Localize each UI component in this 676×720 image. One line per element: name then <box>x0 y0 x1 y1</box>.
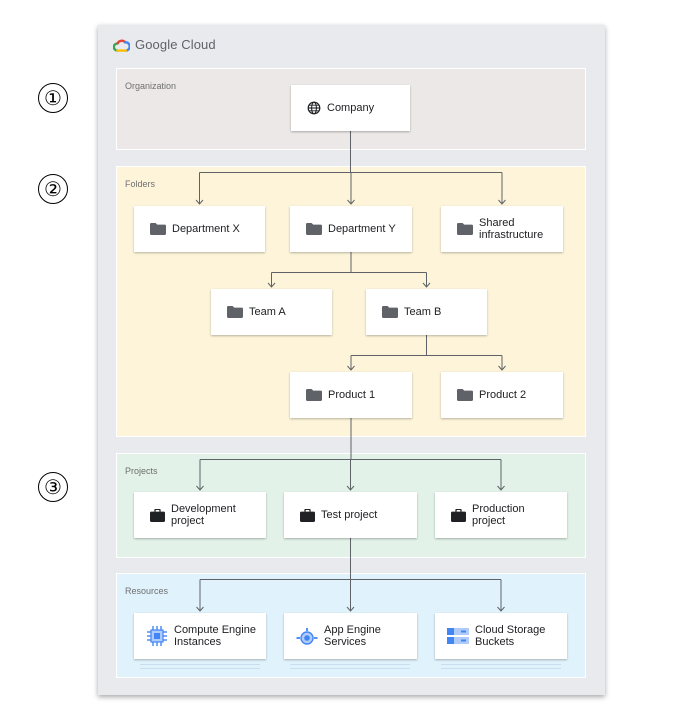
test-project-label: Test project <box>321 509 378 521</box>
cloud-storage-node[interactable]: Cloud Storage Buckets <box>435 613 567 659</box>
folder-icon <box>382 306 398 318</box>
company-label: Company <box>327 102 375 114</box>
team-b-label: Team B <box>404 306 442 318</box>
connector-arrowhead <box>498 365 506 371</box>
shared-infrastructure-label: Shared infrastructure <box>479 217 544 241</box>
projects-section-label: Projects <box>125 466 158 476</box>
connector-arrowhead <box>497 606 505 612</box>
resource-stack-decoration <box>290 664 410 669</box>
connector-arrowhead <box>422 282 431 288</box>
team-a-node[interactable]: Team A <box>211 289 332 335</box>
folder-icon <box>227 306 243 318</box>
department-y-label: Department Y <box>328 223 396 235</box>
organization-section-label: Organization <box>125 81 177 91</box>
company-node[interactable]: Company <box>291 85 410 131</box>
production-project-node[interactable]: Production project <box>435 492 567 538</box>
connector-arrowhead <box>497 485 505 491</box>
app-engine-node[interactable]: App Engine Services <box>284 613 417 659</box>
connector-arrowhead <box>347 199 355 205</box>
team-b-node[interactable]: Team B <box>366 289 487 335</box>
briefcase-icon <box>150 508 165 522</box>
cloud-storage-icon <box>447 628 469 644</box>
step-marker-2: ② <box>38 174 68 204</box>
google-cloud-logo-icon <box>113 39 130 52</box>
globe-icon <box>307 101 321 115</box>
connector-arrowhead <box>346 485 355 491</box>
compute-engine-label: Compute Engine Instances <box>174 624 256 648</box>
product-2-node[interactable]: Product 2 <box>441 372 563 418</box>
connector-arrowhead <box>196 606 204 612</box>
connector-arrowhead <box>347 365 355 371</box>
folder-icon <box>150 223 166 235</box>
resources-section-label: Resources <box>125 586 169 596</box>
production-project-label: Production project <box>472 503 525 527</box>
folder-icon <box>457 223 473 235</box>
cloud-storage-label: Cloud Storage Buckets <box>475 624 546 648</box>
folder-icon <box>306 389 322 401</box>
app-engine-icon <box>296 628 318 645</box>
compute-engine-node[interactable]: Compute Engine Instances <box>134 613 266 659</box>
product-1-label: Product 1 <box>328 389 376 401</box>
connector-arrowhead <box>196 485 204 491</box>
brand-name: Google Cloud <box>135 37 216 52</box>
department-y-node[interactable]: Department Y <box>290 206 412 252</box>
test-project-node[interactable]: Test project <box>284 492 417 538</box>
development-project-label: Development project <box>171 503 236 527</box>
compute-engine-icon <box>147 626 167 646</box>
folder-icon <box>306 223 322 235</box>
briefcase-icon <box>451 508 466 522</box>
shared-infrastructure-node[interactable]: Shared infrastructure <box>441 206 563 252</box>
folders-section-label: Folders <box>125 179 156 189</box>
step-marker-1: ① <box>38 83 68 113</box>
development-project-node[interactable]: Development project <box>134 492 266 538</box>
department-x-label: Department X <box>172 223 240 235</box>
product-2-label: Product 2 <box>479 389 527 401</box>
connector-arrowhead <box>346 606 355 612</box>
briefcase-icon <box>300 508 315 522</box>
connector-arrowhead <box>498 199 506 205</box>
folder-icon <box>457 389 473 401</box>
product-1-node[interactable]: Product 1 <box>290 372 412 418</box>
step-marker-3: ③ <box>38 472 68 502</box>
department-x-node[interactable]: Department X <box>134 206 265 252</box>
google-cloud-brand: Google Cloud <box>113 37 216 52</box>
resource-stack-decoration <box>140 664 260 669</box>
connector-arrowhead <box>195 199 204 205</box>
resource-stack-decoration <box>441 664 561 669</box>
connector-arrowhead <box>267 282 276 288</box>
team-a-label: Team A <box>249 306 286 318</box>
app-engine-label: App Engine Services <box>324 624 381 648</box>
